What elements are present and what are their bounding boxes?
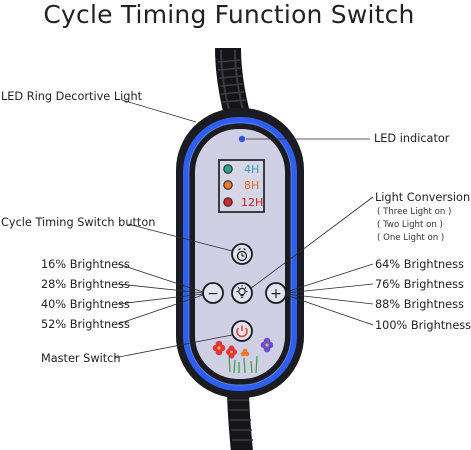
brightness-28-label: 28% Brightness [41, 278, 130, 291]
light-bulb-icon [236, 285, 248, 298]
timer-row-12h: 12H [223, 196, 263, 209]
brightness-88-label: 88% Brightness [375, 298, 464, 311]
cycle-timing-button[interactable] [231, 243, 253, 265]
power-icon [236, 325, 248, 338]
brightness-64-label: 64% Brightness [375, 258, 464, 271]
brightness-76-label: 76% Brightness [375, 278, 464, 291]
brightness-40-label: 40% Brightness [41, 298, 130, 311]
timer-12h-dot [223, 197, 233, 207]
timer-8h-dot [223, 180, 233, 190]
two-light-label: ( Two Light on ) [377, 220, 443, 230]
minus-icon: − [207, 286, 219, 302]
brightness-16-label: 16% Brightness [41, 258, 130, 271]
plus-icon: + [270, 286, 282, 302]
timer-8h-label: 8H [244, 179, 259, 192]
cycle-timer-icon [236, 248, 248, 262]
master-switch-label: Master Switch [41, 352, 121, 365]
timer-4h-dot [223, 164, 233, 174]
leader-lines [113, 99, 374, 359]
plus-button[interactable]: + [265, 282, 287, 304]
led-ring [183, 117, 297, 391]
led-indicator-label: LED indicator [374, 132, 450, 145]
master-switch-button[interactable] [231, 320, 253, 342]
page-title: Cycle Timing Function Switch [43, 0, 415, 29]
led-ring-label: LED Ring Decortive Light [1, 90, 143, 103]
led-indicator-dot [238, 135, 246, 143]
top-cable [215, 47, 251, 122]
timer-row-4h: 4H [223, 163, 259, 176]
light-conversion-label: Light Conversion [375, 191, 471, 204]
timer-4h-label: 4H [244, 163, 259, 176]
flower-decoration [212, 337, 274, 374]
one-light-label: ( One Light on ) [377, 233, 445, 243]
light-conversion-button[interactable] [231, 282, 253, 304]
three-light-label: ( Three Light on ) [377, 207, 452, 217]
timer-row-8h: 8H [223, 179, 259, 192]
brightness-52-label: 52% Brightness [41, 318, 130, 331]
controller-illustration: 4H 8H 12H − [113, 47, 374, 450]
brightness-100-label: 100% Brightness [375, 319, 471, 332]
timer-12h-label: 12H [241, 196, 263, 209]
minus-button[interactable]: − [202, 282, 224, 304]
cycle-button-label: Cycle Timing Switch button [1, 216, 156, 229]
